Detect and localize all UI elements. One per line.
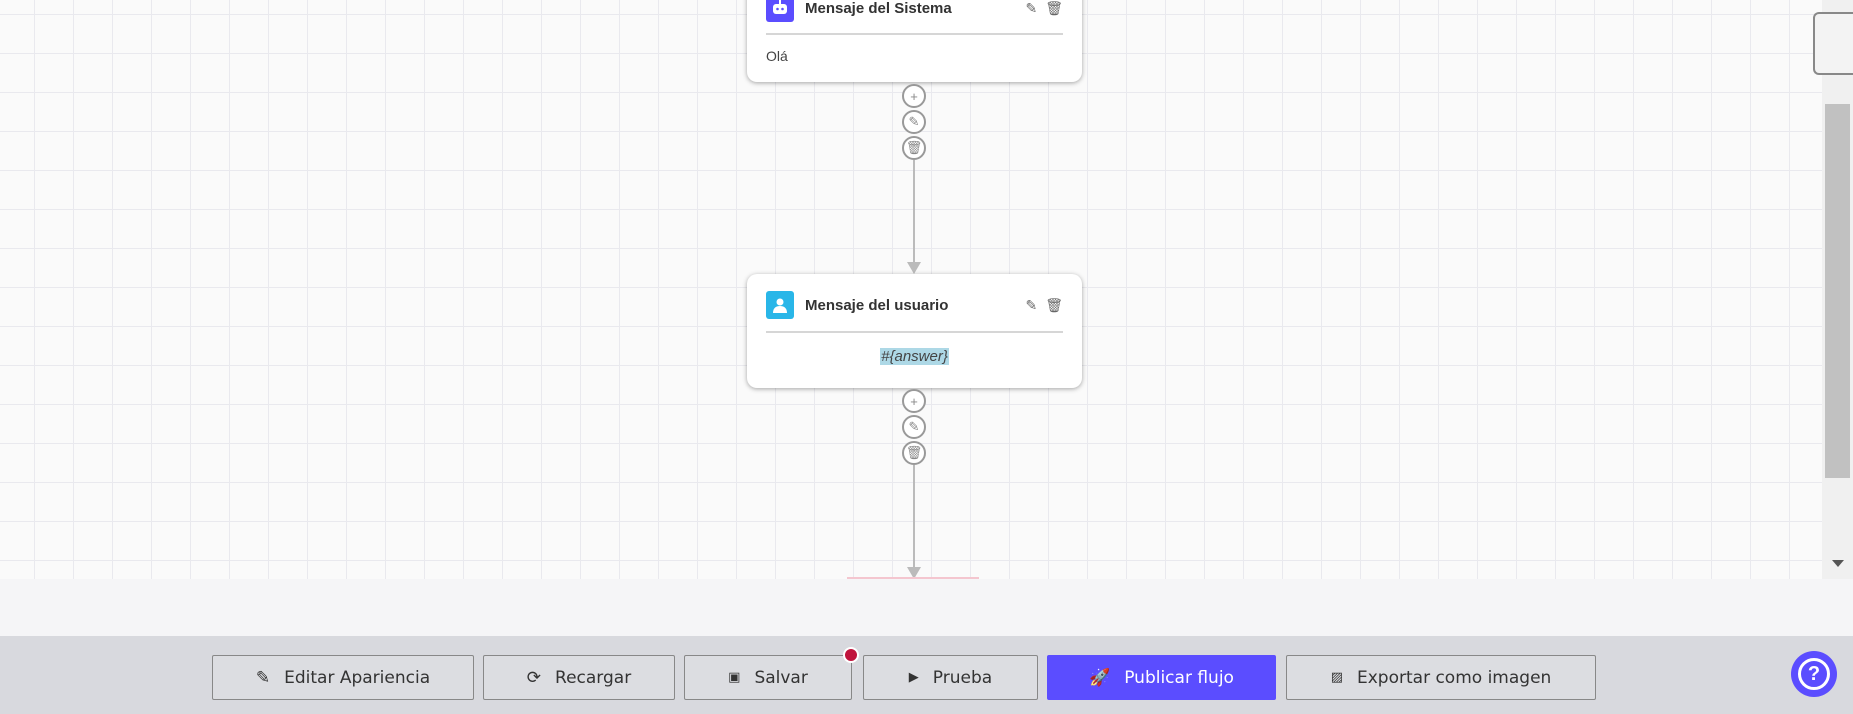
connector: [913, 160, 915, 264]
bottom-toolbar: ✎Editar Apariencia ⟳Recargar ▣Salvar ▶Pr…: [0, 636, 1853, 714]
delete-link-button[interactable]: 🗑: [902, 136, 926, 160]
pencil-icon[interactable]: ✎: [1025, 296, 1038, 313]
trash-icon[interactable]: 🗑: [1045, 0, 1063, 16]
node-user-message[interactable]: Mensaje del usuario ✎ 🗑 #{answer}: [747, 274, 1082, 388]
publish-flow-button[interactable]: 🚀Publicar flujo: [1047, 655, 1276, 700]
pencil-icon[interactable]: ✎: [1025, 0, 1038, 16]
node-text: #{answer}: [880, 348, 949, 365]
scrollbar-thumb[interactable]: [1825, 104, 1850, 478]
export-image-button[interactable]: ▨Exportar como imagen: [1286, 655, 1596, 700]
save-button[interactable]: ▣Salvar: [684, 655, 852, 700]
node-text: Olá: [766, 48, 788, 64]
delete-link-button[interactable]: 🗑: [902, 441, 926, 465]
minimap-panel[interactable]: [1813, 12, 1853, 75]
scroll-down-arrow-icon[interactable]: [1832, 560, 1844, 567]
test-button[interactable]: ▶Prueba: [863, 655, 1038, 700]
arrow-down-icon: [907, 262, 921, 274]
plus-icon: +: [910, 88, 918, 104]
arrow-down-icon: [907, 567, 921, 579]
play-icon: ▶: [908, 670, 919, 685]
node-title: Mensaje del Sistema: [805, 0, 952, 17]
add-node-button[interactable]: +: [902, 84, 926, 108]
node-system-message[interactable]: Mensaje del Sistema ✎ 🗑 Olá: [747, 0, 1082, 82]
help-button[interactable]: ?: [1791, 651, 1837, 697]
pencil-icon: ✎: [908, 114, 920, 129]
question-icon: ?: [1798, 658, 1830, 690]
plus-icon: +: [910, 393, 918, 409]
image-icon: ▨: [1330, 670, 1343, 685]
robot-icon: [766, 0, 794, 22]
floppy-icon: ▣: [728, 670, 741, 685]
user-icon: [766, 291, 794, 319]
unsaved-changes-badge: [843, 647, 859, 663]
rocket-icon: 🚀: [1089, 667, 1111, 688]
divider: [766, 33, 1063, 35]
pencil-icon: ✎: [908, 419, 920, 434]
edit-icon: ✎: [255, 667, 271, 688]
connector: [913, 465, 915, 569]
edit-appearance-button[interactable]: ✎Editar Apariencia: [212, 655, 474, 700]
add-node-button[interactable]: +: [902, 389, 926, 413]
flow-canvas[interactable]: Mensaje del Sistema ✎ 🗑 Olá + ✎ 🗑 Mensaje…: [0, 0, 1822, 579]
vertical-scrollbar[interactable]: [1822, 0, 1853, 579]
refresh-icon: ⟳: [526, 667, 542, 688]
trash-icon[interactable]: 🗑: [1045, 296, 1063, 313]
next-node-edge: [847, 577, 979, 579]
reload-button[interactable]: ⟳Recargar: [483, 655, 675, 700]
divider: [766, 331, 1063, 333]
edit-link-button[interactable]: ✎: [902, 415, 926, 439]
trash-icon: 🗑: [905, 140, 923, 155]
node-title: Mensaje del usuario: [805, 296, 949, 314]
trash-icon: 🗑: [905, 445, 923, 460]
edit-link-button[interactable]: ✎: [902, 110, 926, 134]
